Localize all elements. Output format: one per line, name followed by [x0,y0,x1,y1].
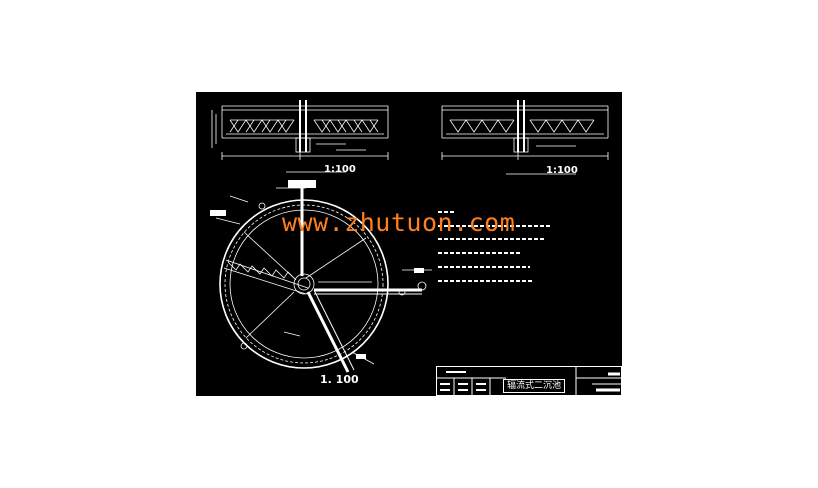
title-block-linework [436,366,622,396]
site-watermark: www.zhutuon.com [282,208,516,237]
cad-drawing-sheet: 1:100 1:100 1. 100 www.zhutuon.com 辐流式二沉… [196,92,622,396]
section-view-2 [441,100,609,175]
markers [210,180,424,359]
drawing-name: 辐流式二沉池 [503,379,565,393]
section-view-1 [211,100,389,173]
section-1-scale-label: 1:100 [324,164,356,175]
plan-scale-label: 1. 100 [320,373,359,386]
notes-block [438,211,552,282]
title-block: 辐流式二沉池 [436,366,622,396]
section-2-scale-label: 1:100 [546,165,578,176]
drawing-linework [210,100,622,396]
plan-view [215,187,432,373]
